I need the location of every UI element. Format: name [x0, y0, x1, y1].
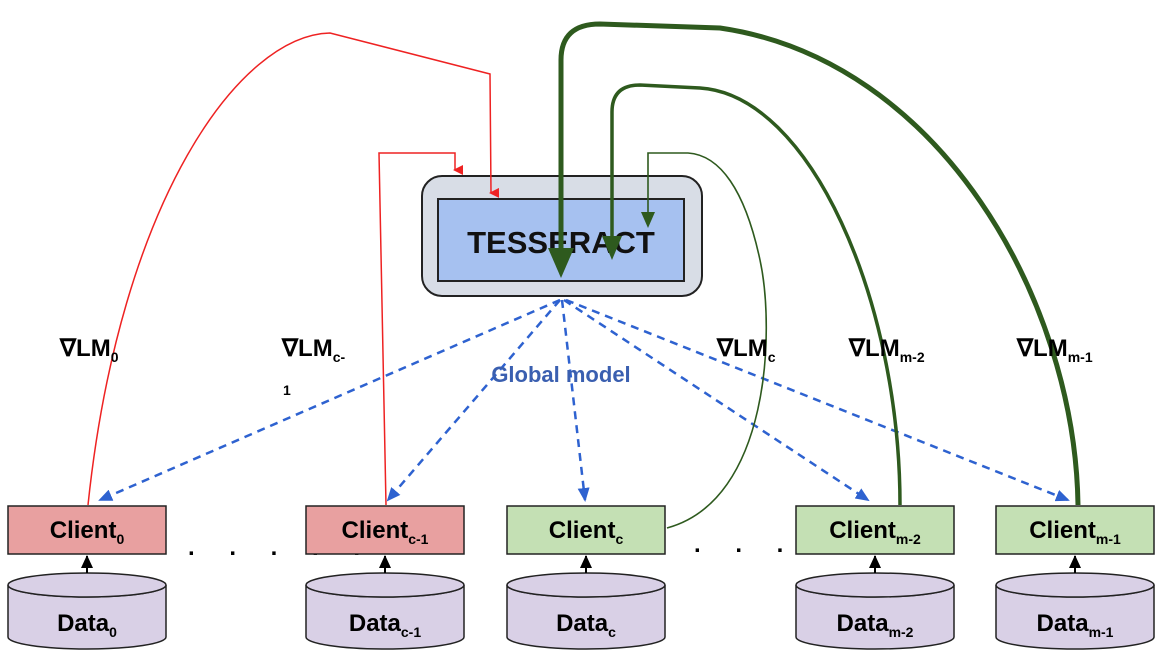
- data-store-label: Datam-2: [837, 610, 914, 640]
- gradient-arrowhead-client-m-2: [602, 236, 622, 260]
- data-store-top: [506, 572, 666, 598]
- data-store-top: [7, 572, 167, 598]
- client-box: [7, 505, 167, 555]
- global-arrow-client-c: [560, 299, 590, 502]
- global-arrow-client-m-2: [563, 298, 870, 502]
- client-box: [506, 505, 666, 555]
- gradient-label-m-1: ∇LMm-1: [1016, 335, 1093, 365]
- gradient-line-client-0: [87, 32, 500, 506]
- global-arrow-client-m-1: [565, 298, 1070, 502]
- data-to-client-arrowhead: [379, 555, 391, 568]
- data-to-client-arrowhead: [1069, 555, 1081, 568]
- client-label: Clientm-1: [1029, 517, 1121, 547]
- gradient-label-0: ∇LM0: [59, 335, 119, 365]
- data-to-client-arrowhead: [580, 555, 592, 568]
- client-label: Client0: [50, 517, 125, 547]
- data-store-top: [795, 572, 955, 598]
- client-label: Clientc: [549, 517, 624, 547]
- global-model-label: Global model: [491, 362, 630, 387]
- gradient-arrowhead-client-m-1: [548, 248, 574, 278]
- gradient-label-c: ∇LMc: [716, 335, 776, 365]
- client-label: Clientm-2: [829, 517, 921, 547]
- client-box: [305, 505, 465, 555]
- data-store-label: Datac: [556, 610, 616, 640]
- gradient-line-client-c-1: [378, 152, 463, 506]
- gradient-line-client-m-1: [558, 21, 1081, 506]
- data-store-top: [305, 572, 465, 598]
- data-store-label: Datac-1: [349, 610, 421, 640]
- gradient-label-c-1-wrap: 1: [283, 382, 291, 398]
- global-model-arrows: [98, 298, 1070, 502]
- data-to-client-arrowhead: [81, 555, 93, 568]
- data-store-label: Datam-1: [1037, 610, 1114, 640]
- gradient-line-client-c: [647, 152, 768, 529]
- client-label: Clientc-1: [342, 517, 429, 547]
- global-arrow-client-0: [98, 298, 561, 502]
- data-store-label: Data0: [57, 610, 117, 640]
- gradient-line-client-m-2: [610, 83, 902, 506]
- client-box: [995, 505, 1155, 555]
- client-box: [795, 505, 955, 555]
- gradient-label-m-2: ∇LMm-2: [848, 335, 925, 365]
- data-store-top: [995, 572, 1155, 598]
- gradient-label-c-1: ∇LMc-: [281, 335, 346, 365]
- data-to-client-arrowhead: [869, 555, 881, 568]
- global-arrow-client-c-1: [386, 299, 561, 502]
- gradient-arrowhead-client-c: [641, 212, 655, 228]
